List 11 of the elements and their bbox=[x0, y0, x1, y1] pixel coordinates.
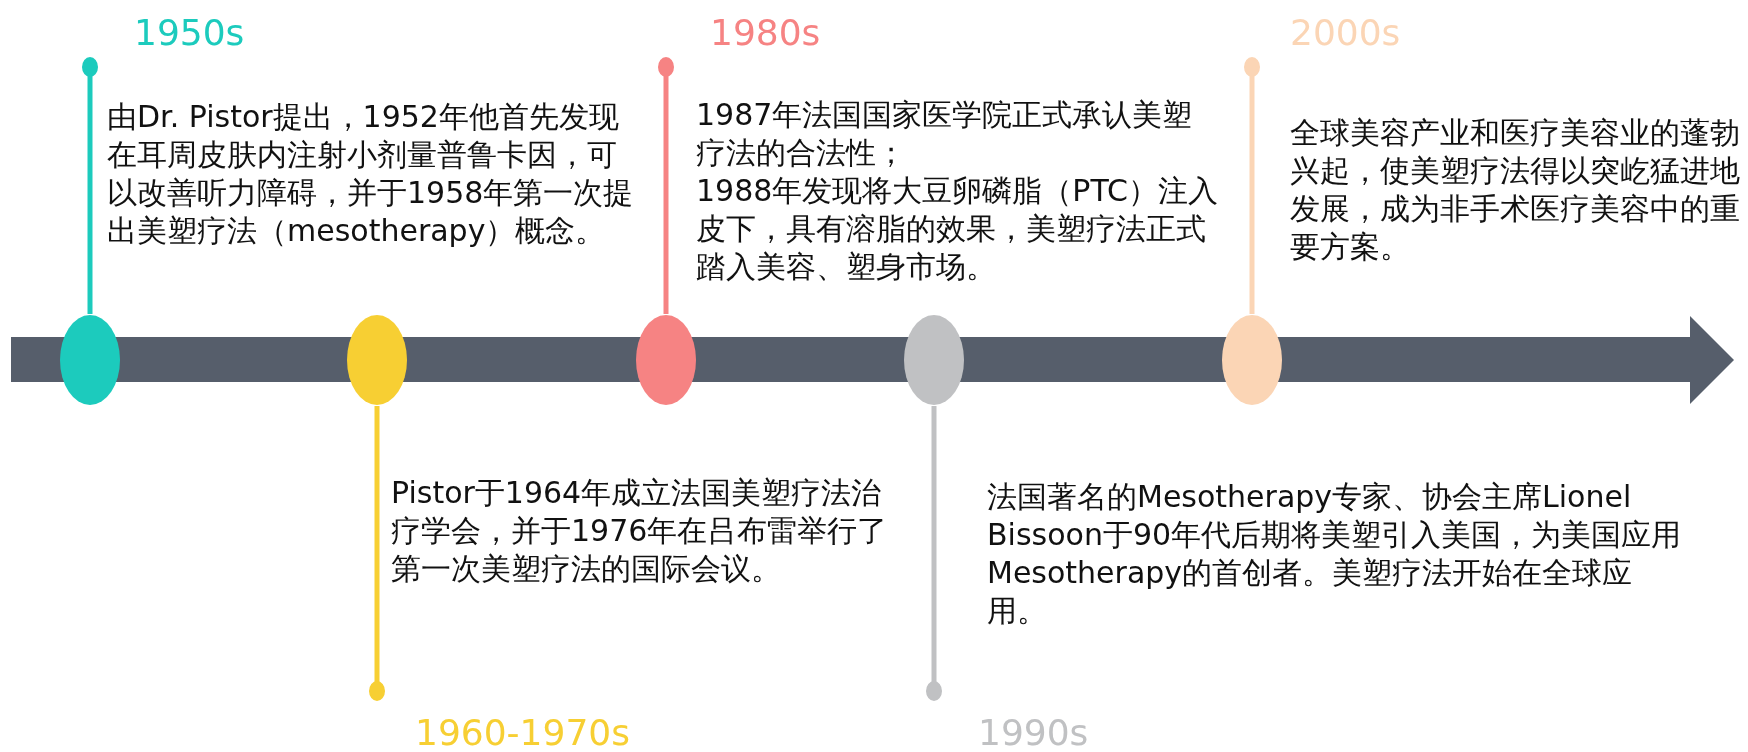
year-label: 1990s bbox=[978, 713, 1089, 752]
year-label: 2000s bbox=[1290, 13, 1401, 53]
description-text: Pistor于1964年成立法国美塑疗法治疗学会，并于1976年在吕布雷举行了第一次美塑疗法的国际会议。 bbox=[391, 474, 889, 588]
year-label: 1980s bbox=[710, 13, 821, 53]
year-label: 1960-1970s bbox=[415, 713, 630, 752]
year-label: 1950s bbox=[134, 13, 245, 53]
description-text: 1988年发现将大豆卵磷脂（PTC）注入皮下，具有溶脂的效果，美塑疗法正式踏入美容、塑身市场。 bbox=[696, 172, 1219, 286]
description-text: 法国著名的Mesotherapy专家、协会主席Lionel Bissoon于90年代后期将美塑引入美国，为美国应用Mesotherapy的首创者。美塑疗法开始在全球应用。 bbox=[987, 478, 1683, 630]
description-text: 由Dr. Pistor提出，1952年他首先发现在耳周皮肤内注射小剂量普鲁卡因，可以改善听力障碍，并于1958年第一次提出美塑疗法（mesotherapy）概念。 bbox=[107, 98, 635, 250]
description-text: 全球美容产业和医疗美容业的蓬勃兴起，使美塑疗法得以突屹猛进地发展，成为非手术医疗美容中的重要方案。 bbox=[1290, 114, 1741, 266]
description-text: 1987年法国国家医学院正式承认美塑疗法的合法性； bbox=[696, 96, 1194, 172]
